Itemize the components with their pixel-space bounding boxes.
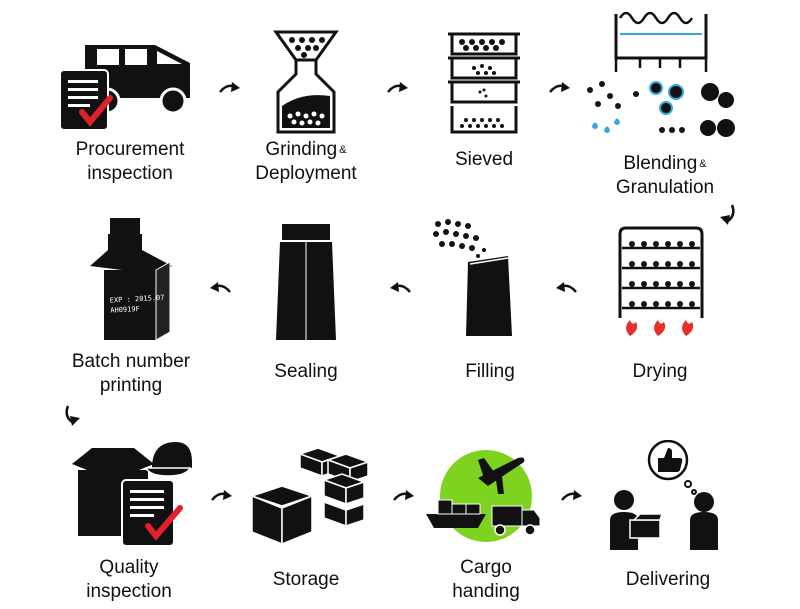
cap-icon — [144, 442, 192, 477]
storage-boxes-icon — [249, 447, 371, 546]
step-label: Drying — [632, 361, 688, 382]
check-icon — [79, 95, 113, 127]
flame-icon — [626, 320, 694, 336]
step-label: Quality inspection — [86, 557, 172, 602]
box-print: EXP : 2015.07 AH0919F — [109, 293, 165, 315]
arrow-icon — [387, 82, 408, 93]
box-icon — [90, 218, 172, 341]
step-label: Filling — [465, 361, 515, 382]
step-label: Cargo handing — [452, 557, 520, 602]
arrow-icon — [211, 490, 232, 501]
step-label: Delivering — [625, 569, 711, 590]
step-label: Procurement inspection — [75, 139, 185, 184]
step-label: Storage — [272, 569, 340, 590]
ship-icon — [426, 450, 541, 542]
clipboard-icon — [121, 479, 183, 547]
arrow-icon — [390, 282, 411, 293]
step-label: Sieved — [454, 149, 514, 170]
step-label: Batch number printing — [71, 351, 191, 396]
bag-icon — [433, 219, 512, 336]
arrow-icon — [556, 282, 577, 293]
arrow-icon — [549, 82, 570, 93]
arrow-icon — [561, 490, 582, 501]
person-icon — [610, 440, 718, 550]
sieve-icon — [448, 32, 520, 134]
truck-icon — [85, 45, 190, 115]
step-label: Grinding& Deployment — [255, 139, 357, 184]
granulator-icon — [587, 11, 735, 137]
thumbs-up-icon — [647, 440, 697, 495]
arrow-icon — [65, 405, 80, 426]
delivery-truck-icon — [491, 505, 541, 536]
arrow-icon — [720, 204, 735, 225]
arrow-icon — [219, 82, 240, 93]
airplane-icon — [478, 457, 525, 494]
hopper-icon — [273, 30, 339, 134]
check-icon — [145, 505, 183, 541]
drying-rack-icon — [618, 226, 704, 336]
step-label: Blending& Granulation — [615, 153, 715, 198]
arrow-icon — [393, 490, 414, 501]
arrow-icon — [210, 282, 231, 293]
bag-icon — [276, 224, 336, 340]
step-label: Sealing — [274, 361, 338, 382]
clipboard-icon — [59, 69, 113, 131]
